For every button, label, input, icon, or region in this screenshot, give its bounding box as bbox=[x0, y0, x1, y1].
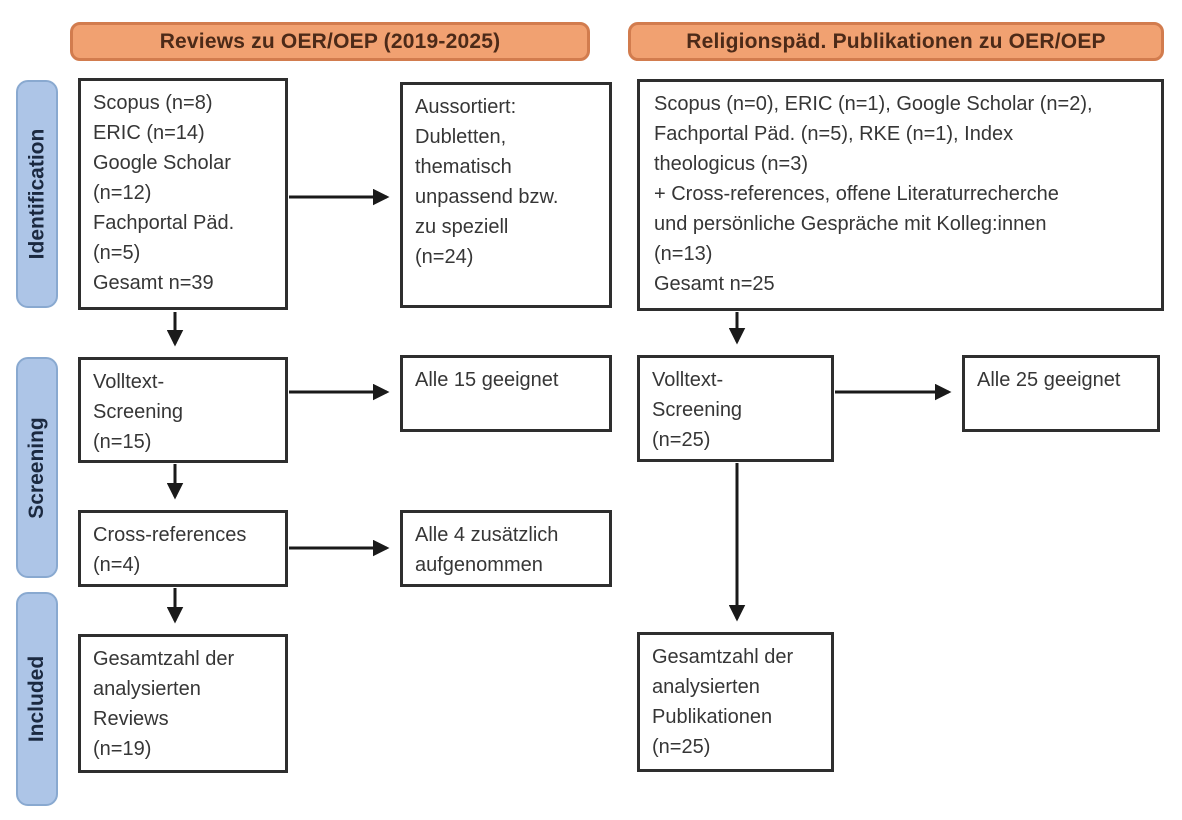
box-left-total-text: Gesamtzahl der analysierten Reviews (n=1… bbox=[93, 648, 235, 760]
box-left-crossref-text: Cross-references (n=4) bbox=[93, 524, 247, 576]
box-left-total: Gesamtzahl der analysierten Reviews (n=1… bbox=[78, 634, 288, 773]
box-left-sources-text: Scopus (n=8) ERIC (n=14) Google Scholar … bbox=[93, 92, 235, 294]
box-left-crossref: Cross-references (n=4) bbox=[78, 510, 288, 587]
box-right-fulltext-result: Alle 25 geeignet bbox=[962, 355, 1160, 432]
box-right-sources: Scopus (n=0), ERIC (n=1), Google Scholar… bbox=[637, 79, 1164, 311]
box-left-crossref-result: Alle 4 zusätzlich aufgenommen bbox=[400, 510, 612, 587]
box-right-total: Gesamtzahl der analysierten Publikatione… bbox=[637, 632, 834, 772]
box-right-fulltext-screening-text: Volltext- Screening (n=25) bbox=[652, 369, 743, 451]
box-right-total-text: Gesamtzahl der analysierten Publikatione… bbox=[652, 646, 794, 758]
box-left-fulltext-screening: Volltext- Screening (n=15) bbox=[78, 357, 288, 463]
column-header-religionspaed: Religionspäd. Publikationen zu OER/OEP bbox=[628, 22, 1164, 61]
box-left-excluded-text: Aussortiert: Dubletten, thematisch unpas… bbox=[415, 96, 559, 268]
box-left-crossref-result-text: Alle 4 zusätzlich aufgenommen bbox=[415, 524, 559, 576]
stage-label-identification-text: Identification bbox=[25, 128, 49, 260]
box-right-fulltext-screening: Volltext- Screening (n=25) bbox=[637, 355, 834, 462]
box-left-fulltext-result: Alle 15 geeignet bbox=[400, 355, 612, 432]
box-left-fulltext-screening-text: Volltext- Screening (n=15) bbox=[93, 371, 184, 453]
stage-label-screening-text: Screening bbox=[25, 416, 49, 519]
box-left-excluded: Aussortiert: Dubletten, thematisch unpas… bbox=[400, 82, 612, 308]
box-right-sources-text: Scopus (n=0), ERIC (n=1), Google Scholar… bbox=[654, 93, 1093, 295]
stage-label-screening: Screening bbox=[16, 357, 58, 578]
box-left-sources: Scopus (n=8) ERIC (n=14) Google Scholar … bbox=[78, 78, 288, 310]
stage-label-identification: Identification bbox=[16, 80, 58, 308]
box-right-fulltext-result-text: Alle 25 geeignet bbox=[977, 369, 1121, 391]
stage-label-included: Included bbox=[16, 592, 58, 806]
stage-label-included-text: Included bbox=[25, 655, 48, 743]
column-header-reviews: Reviews zu OER/OEP (2019-2025) bbox=[70, 22, 590, 61]
box-left-fulltext-result-text: Alle 15 geeignet bbox=[415, 369, 559, 391]
